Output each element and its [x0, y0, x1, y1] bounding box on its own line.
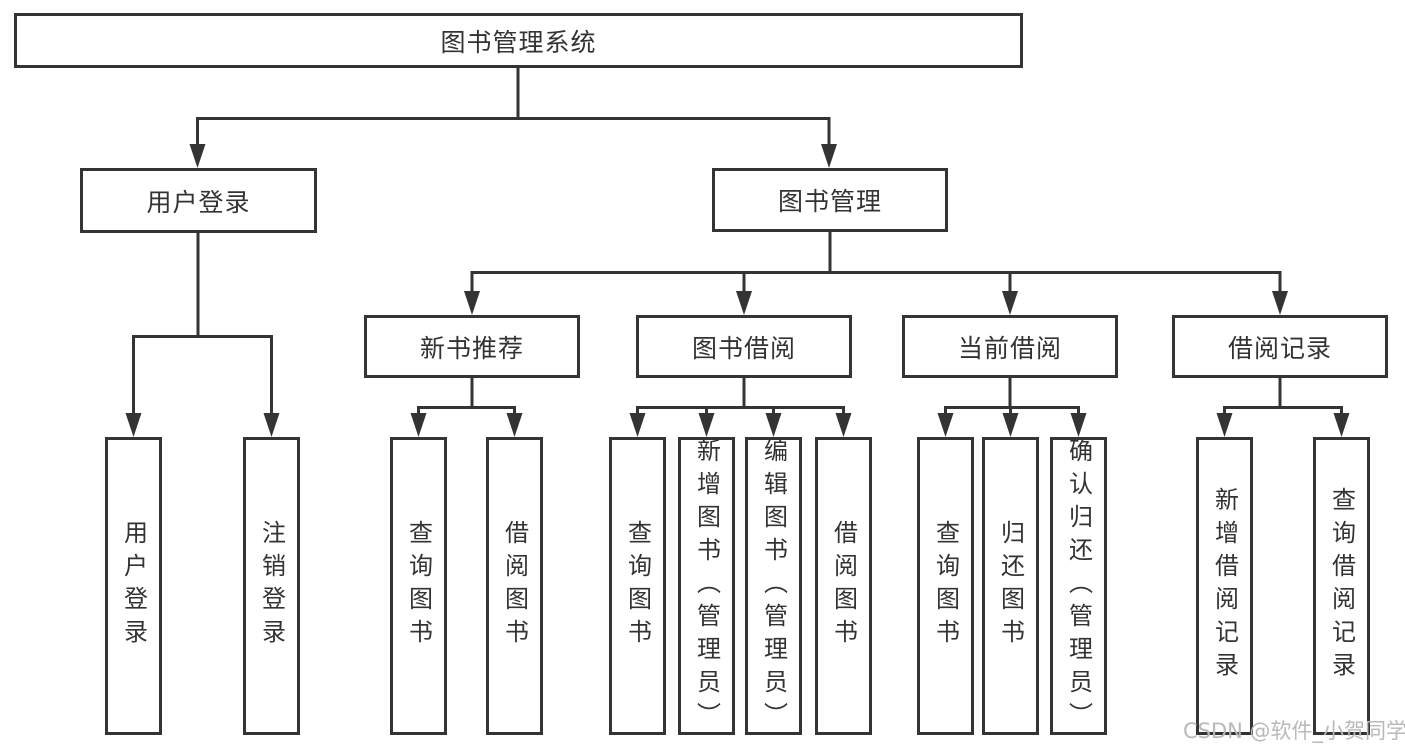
arrowhead: [263, 413, 280, 437]
node-borrow-records: 借阅记录: [1172, 315, 1388, 378]
connector: [944, 378, 1080, 415]
node-label: 查询借阅记录: [1327, 487, 1356, 685]
node-label: 编辑图书（管理员）: [759, 437, 788, 735]
connector: [470, 232, 1282, 293]
node-label: 用户登录: [119, 520, 148, 652]
arrowhead: [1333, 413, 1350, 437]
arrowhead: [937, 413, 954, 437]
node-label: 当前借阅: [957, 333, 1062, 363]
leaf-user-login: 用户登录: [105, 437, 162, 735]
connector: [196, 68, 831, 146]
arrowhead: [125, 413, 142, 437]
node-label: 用户登录: [146, 187, 251, 217]
arrowhead: [698, 413, 715, 437]
arrowhead: [1002, 413, 1019, 437]
node-label: 图书管理系统: [440, 27, 597, 57]
node-label: 借阅图书: [500, 520, 529, 652]
arrowhead: [464, 291, 480, 315]
arrowhead: [765, 413, 782, 437]
arrowhead: [821, 144, 837, 168]
leaf-borrow-books: 借阅图书: [815, 437, 872, 735]
leaf-query-borrow-record: 查询借阅记录: [1313, 437, 1370, 735]
leaf-add-books-admin: 新增图书（管理员）: [678, 437, 735, 735]
node-label: 借阅记录: [1227, 333, 1332, 363]
connector: [132, 233, 273, 415]
leaf-logout: 注销登录: [243, 437, 300, 735]
node-label: 注销登录: [257, 520, 286, 652]
node-label: 新书推荐: [419, 333, 524, 363]
arrowhead: [629, 413, 646, 437]
node-label: 图书借阅: [691, 333, 796, 363]
leaf-query-books-current: 查询图书: [917, 437, 974, 735]
node-label: 查询图书: [623, 520, 652, 652]
leaf-confirm-return-admin: 确认归还（管理员）: [1050, 437, 1107, 735]
connector: [1223, 378, 1343, 415]
node-book-borrow: 图书借阅: [636, 315, 852, 378]
arrowhead: [1216, 413, 1233, 437]
leaf-return-books: 归还图书: [982, 437, 1039, 735]
connector: [636, 378, 845, 415]
leaf-add-borrow-record: 新增借阅记录: [1196, 437, 1253, 735]
node-label: 借阅图书: [829, 520, 858, 652]
node-label: 图书管理: [777, 187, 882, 216]
arrowhead: [410, 413, 427, 437]
connector: [417, 378, 516, 415]
arrowhead: [1272, 291, 1288, 315]
leaf-query-books-recommend: 查询图书: [390, 437, 447, 735]
node-book-management: 图书管理: [712, 168, 948, 232]
leaf-edit-books-admin: 编辑图书（管理员）: [745, 437, 802, 735]
node-label: 查询图书: [931, 520, 960, 652]
node-label: 新增图书（管理员）: [692, 437, 721, 735]
node-label: 归还图书: [996, 520, 1025, 652]
arrowhead: [506, 413, 523, 437]
node-new-book-recommend: 新书推荐: [364, 315, 580, 378]
arrowhead: [736, 291, 752, 315]
arrowhead: [1070, 413, 1087, 437]
node-label: 确认归还（管理员）: [1064, 437, 1093, 735]
leaf-borrow-books-recommend: 借阅图书: [486, 437, 543, 735]
node-root-system: 图书管理系统: [14, 13, 1023, 68]
node-current-borrow: 当前借阅: [902, 315, 1118, 378]
leaf-query-books-borrow: 查询图书: [609, 437, 666, 735]
arrowhead: [189, 144, 206, 168]
csdn-watermark: CSDN @软件_小贺同学: [1183, 719, 1405, 743]
node-label: 新增借阅记录: [1210, 487, 1239, 685]
node-label: 查询图书: [404, 520, 433, 652]
arrowhead: [835, 413, 852, 437]
node-user-login: 用户登录: [80, 168, 317, 233]
arrowhead: [1002, 291, 1018, 315]
